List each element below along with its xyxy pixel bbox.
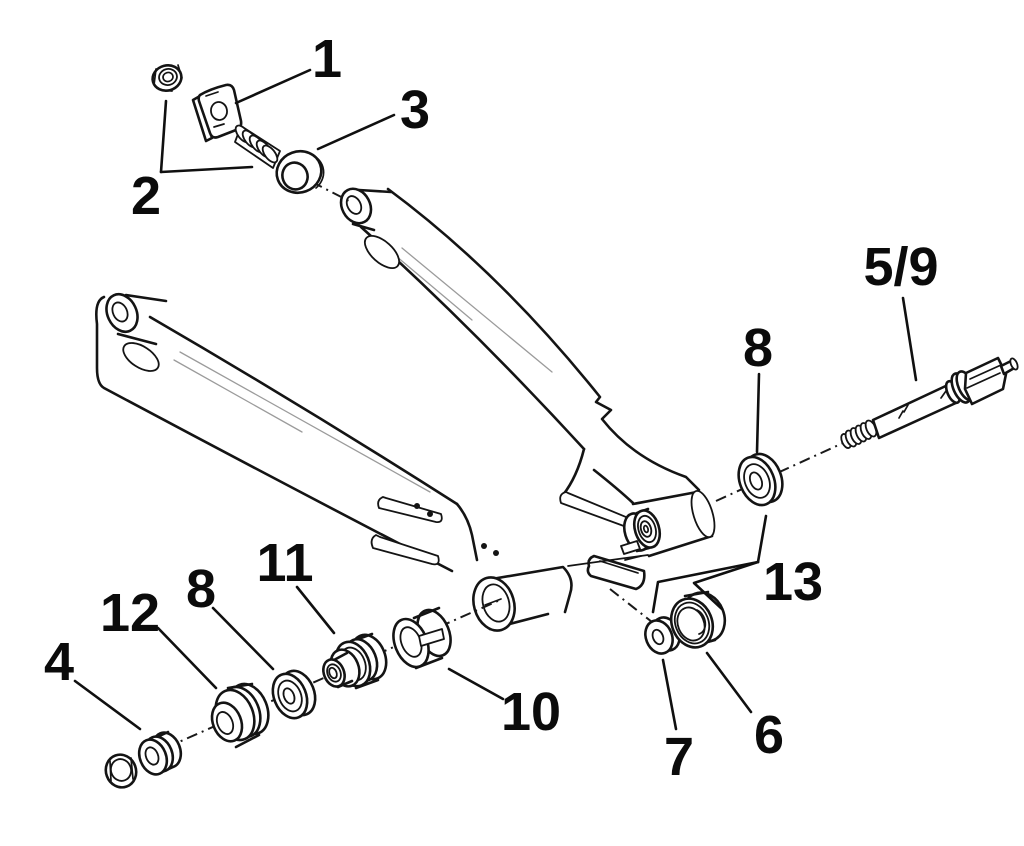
part-lock-plate-1 [191, 83, 243, 143]
swingarm-right-arm [339, 187, 701, 505]
right-arm-slot [363, 235, 401, 269]
callout-leader-13 [651, 560, 760, 614]
callout-label-8: 8 [743, 318, 773, 378]
callout-label-6: 6 [754, 705, 784, 765]
cup-6-bore [676, 606, 706, 642]
callout-leader-13 [756, 514, 768, 564]
pivot-bushing-bore [639, 520, 653, 538]
gusset-strap-1 [377, 496, 443, 523]
callout-leader-6 [705, 651, 753, 714]
part-washer-8-left [271, 669, 317, 720]
callout-label-13: 13 [763, 552, 823, 612]
left-pivot-tube [472, 565, 573, 632]
eye-bolt-bore [281, 161, 309, 191]
callout-label-8: 8 [186, 559, 216, 619]
callout-label-12: 12 [100, 583, 160, 643]
bolt-hex-head [963, 356, 1008, 406]
callout-label-7: 7 [664, 727, 694, 787]
left-arm-slot [122, 342, 160, 372]
callout-label-5/9: 5/9 [863, 237, 938, 297]
callout-leader-10 [447, 667, 505, 701]
callout-label-10: 10 [501, 682, 561, 742]
callout-leader-7 [661, 658, 678, 731]
axis-bracket-kit [609, 588, 653, 623]
right-boss-hole [345, 195, 363, 215]
callout-leader-12 [156, 626, 218, 690]
part-washer-7 [644, 616, 681, 655]
callout-leader-3 [316, 113, 396, 151]
callout-leader-13 [692, 560, 760, 611]
callout-label-11: 11 [256, 533, 313, 593]
swingarm-left-arm [95, 292, 499, 573]
cross-member [559, 491, 649, 591]
callout-leader-4 [73, 679, 142, 731]
swingarm-body [95, 187, 716, 632]
callout-label-3: 3 [400, 80, 430, 140]
part-cup-6 [669, 590, 727, 649]
part-locknut-4 [104, 753, 138, 789]
callout-leader-1 [234, 68, 312, 105]
part-cap-12 [210, 682, 270, 749]
lower-bracket [586, 554, 646, 591]
callout-leader-11 [295, 585, 336, 635]
callout-label-1: 1 [312, 29, 342, 89]
weld-dot [481, 543, 487, 549]
left-boss-hole [111, 301, 129, 323]
right-tube-end-face [690, 489, 716, 539]
callout-leader-2 [159, 165, 254, 174]
weld-dot [414, 503, 420, 509]
weld-dot [493, 550, 499, 556]
gusset-strap-2 [370, 534, 440, 566]
lock-plate-hole [210, 101, 228, 121]
part-pivot-bolt-5-9 [840, 356, 1019, 449]
callout-label-4: 4 [44, 632, 74, 692]
callout-leader-5/9 [901, 296, 918, 382]
callout-label-2: 2 [131, 166, 161, 226]
part-locknut-2 [151, 64, 183, 92]
spacer-split-gap [418, 628, 445, 647]
part-retainer-washer [137, 730, 183, 776]
part-eye-bolt-3 [234, 124, 325, 195]
callout-leader-8 [211, 606, 275, 671]
bushing-key-tab [620, 540, 641, 555]
weld-dot [427, 511, 433, 517]
callout-leader-8 [755, 372, 761, 454]
part-washer-8-right [737, 452, 784, 507]
part-split-spacer-10 [392, 606, 452, 670]
right-pivot-tube [620, 489, 716, 561]
part-bushing-11 [322, 632, 388, 690]
callout-leader-2 [159, 99, 168, 174]
